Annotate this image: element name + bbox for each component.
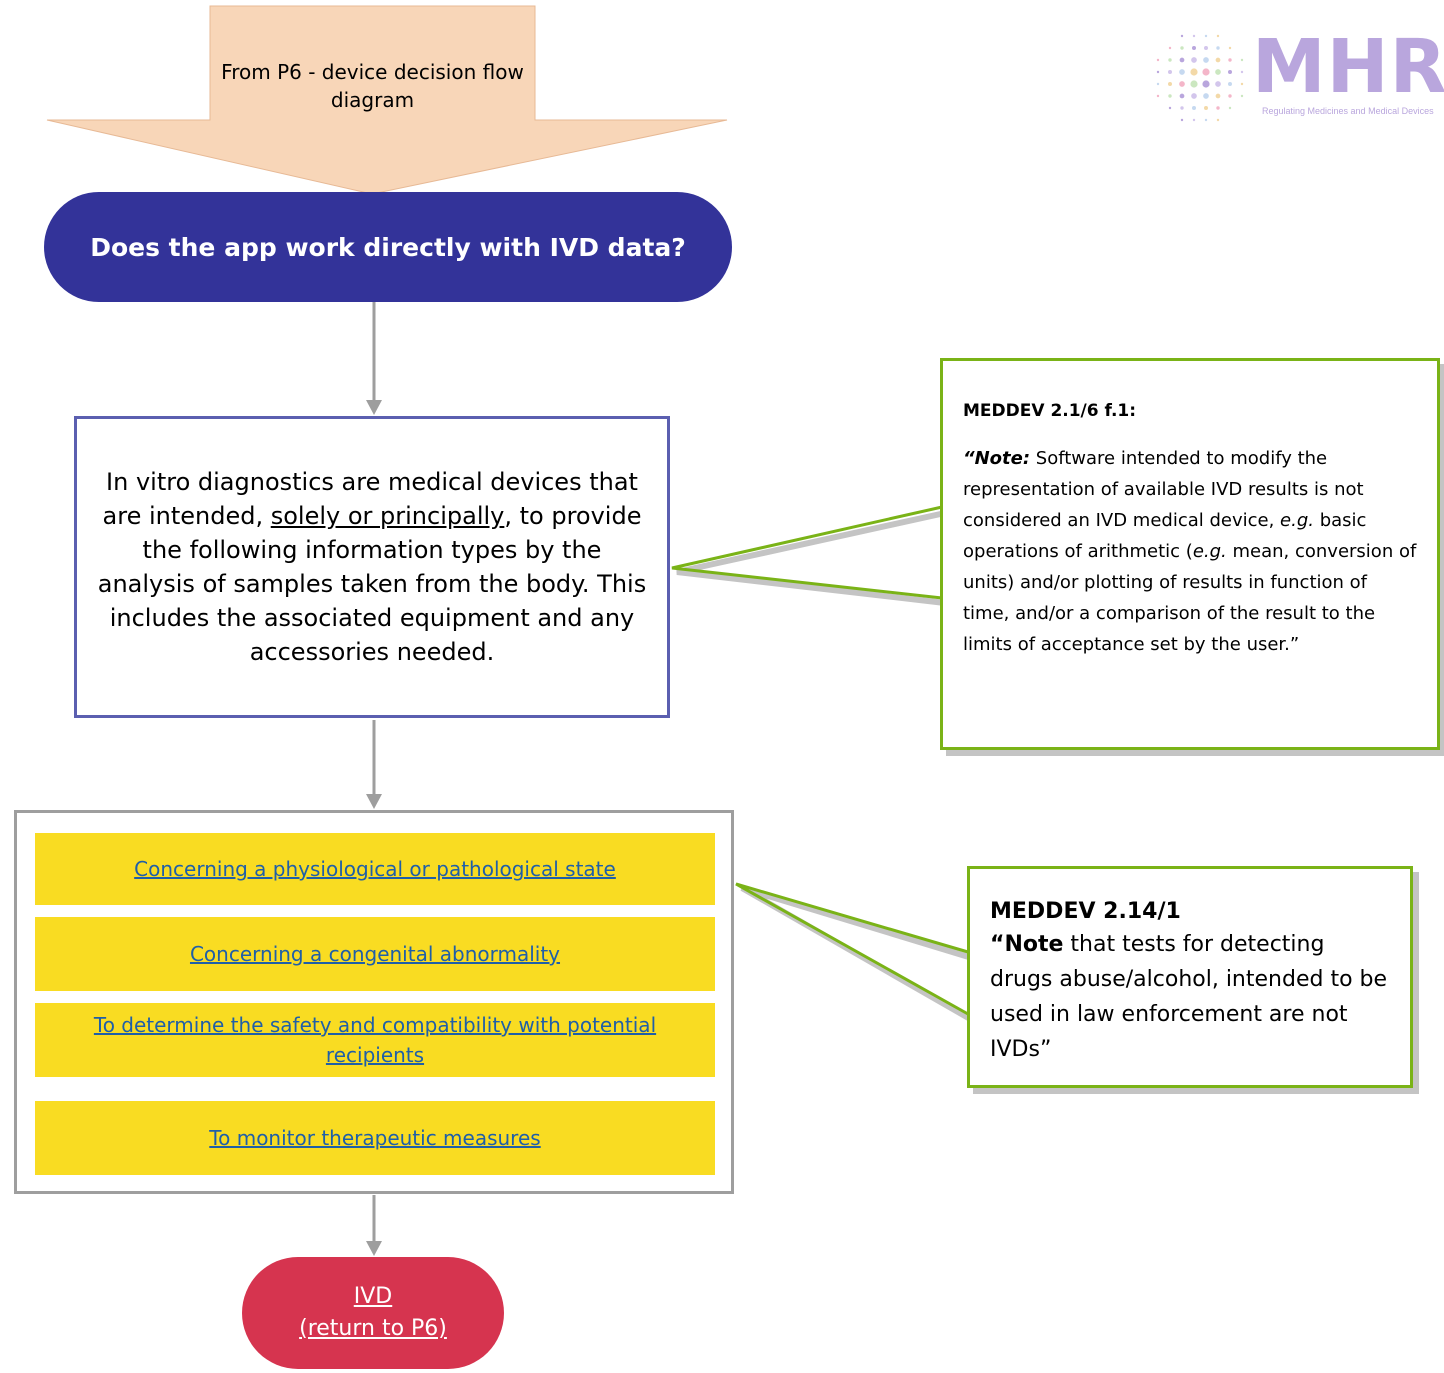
logo-dot — [1204, 118, 1208, 122]
note2-pointer — [735, 882, 969, 1016]
info-type-link-physiological[interactable]: Concerning a physiological or pathologic… — [35, 833, 715, 905]
definition-emphasis: solely or principally — [270, 502, 505, 530]
question-text: Does the app work directly with IVD data… — [90, 232, 686, 262]
logo-dot — [1179, 93, 1185, 99]
info-type-link-safety-compatibility[interactable]: To determine the safety and compatibilit… — [35, 1003, 715, 1077]
note1-body: “Note: Software intended to modify the r… — [963, 443, 1419, 660]
note1-quote: “ — [963, 448, 975, 469]
logo-dot — [1180, 118, 1184, 122]
note1-text-3: mean, conversion of units) and/or plotti… — [963, 541, 1417, 655]
logo-dot — [1180, 46, 1184, 50]
logo-dot — [1180, 34, 1184, 38]
logo-dot — [1202, 68, 1210, 76]
note1-text-1: Software intended to modify the represen… — [963, 448, 1364, 531]
logo-dot — [1179, 57, 1185, 63]
logo-dot — [1192, 34, 1196, 38]
info-type-link-therapeutic[interactable]: To monitor therapeutic measures — [35, 1101, 715, 1175]
logo-dot — [1228, 106, 1232, 110]
logo-dot — [1168, 106, 1172, 110]
logo-dot — [1240, 94, 1244, 98]
logo-dot — [1227, 69, 1233, 75]
definition-box: In vitro diagnostics are medical devices… — [74, 416, 670, 718]
note1-pointer — [671, 505, 943, 600]
logo-dot — [1215, 69, 1221, 75]
logo-dot — [1240, 70, 1244, 74]
logo-dot — [1202, 80, 1210, 88]
logo-dot — [1216, 118, 1220, 122]
note1-eg-2: e.g. — [1192, 541, 1227, 562]
logo-dot — [1240, 82, 1244, 86]
note2-body: “Note that tests for detecting drugs abu… — [990, 927, 1392, 1067]
note2-label: Note — [1004, 932, 1064, 957]
logo-dot — [1179, 69, 1185, 75]
logo-dot — [1191, 57, 1197, 63]
logo-dot — [1203, 93, 1209, 99]
logo-dot — [1215, 93, 1221, 99]
logo-dot — [1179, 81, 1185, 87]
logo-dot — [1190, 80, 1198, 88]
mhra-logo-text: MHRA — [1252, 24, 1444, 110]
mhra-logo-tagline: Regulating Medicines and Medical Devices — [1262, 106, 1434, 116]
logo-dot — [1168, 94, 1172, 98]
logo-dot — [1228, 46, 1232, 50]
note1-eg-1: e.g. — [1280, 510, 1314, 531]
note1-title: MEDDEV 2.1/6 f.1: — [963, 401, 1137, 421]
logo-dot — [1203, 105, 1209, 111]
entry-arrow-shape — [46, 5, 728, 195]
logo-dot — [1192, 118, 1196, 122]
flow-connector-2 — [366, 720, 382, 809]
logo-dot — [1156, 82, 1160, 86]
flow-connector-1 — [366, 302, 382, 415]
logo-dot — [1203, 57, 1209, 63]
logo-dot — [1167, 69, 1173, 75]
logo-dot — [1156, 94, 1160, 98]
logo-dot — [1190, 68, 1198, 76]
meddev-note-2: MEDDEV 2.14/1 “Note that tests for detec… — [967, 866, 1413, 1088]
note2-text: that tests for detecting drugs abuse/alc… — [990, 932, 1388, 1062]
logo-dot — [1216, 34, 1220, 38]
terminator-line2: (return to P6) — [299, 1316, 447, 1341]
note1-text-2: basic operations of arithmetic ( — [963, 510, 1367, 562]
definition-text-end: , to provide the following information t… — [97, 502, 647, 666]
logo-dot — [1215, 81, 1221, 87]
terminator-line1: IVD — [353, 1284, 393, 1309]
logo-dot — [1215, 57, 1221, 63]
question-node: Does the app work directly with IVD data… — [44, 192, 732, 302]
ivd-return-link[interactable]: IVD (return to P6) — [242, 1257, 504, 1369]
logo-dot — [1167, 81, 1173, 87]
logo-dot — [1204, 34, 1208, 38]
definition-text-start: In vitro diagnostics are medical devices… — [102, 468, 638, 530]
entry-arrow-label: From P6 - device decision flow diagram — [221, 60, 524, 112]
logo-dot — [1191, 105, 1197, 111]
logo-dot — [1156, 58, 1160, 62]
logo-dot — [1216, 106, 1220, 110]
info-type-link-congenital[interactable]: Concerning a congenital abnormality — [35, 917, 715, 991]
definition-text: In vitro diagnostics are medical devices… — [95, 465, 649, 669]
info-types-box: Concerning a physiological or pathologic… — [14, 810, 734, 1194]
note2-quote: “ — [990, 932, 1005, 957]
mhra-logo-icon — [1156, 34, 1244, 122]
meddev-note-1: MEDDEV 2.1/6 f.1: “Note: Software intend… — [940, 358, 1440, 750]
logo-dot — [1228, 58, 1232, 62]
logo-dot — [1227, 81, 1233, 87]
flow-connector-3 — [366, 1195, 382, 1256]
logo-dot — [1203, 45, 1209, 51]
logo-dot — [1216, 46, 1220, 50]
logo-dot — [1191, 93, 1197, 99]
logo-dot — [1168, 46, 1172, 50]
logo-dot — [1180, 106, 1184, 110]
logo-dot — [1156, 70, 1160, 74]
logo-dot — [1240, 58, 1244, 62]
note1-label: Note: — [974, 448, 1031, 469]
logo-dot — [1191, 45, 1197, 51]
logo-dot — [1168, 58, 1172, 62]
logo-dot — [1228, 94, 1232, 98]
note2-title: MEDDEV 2.14/1 — [990, 899, 1181, 924]
